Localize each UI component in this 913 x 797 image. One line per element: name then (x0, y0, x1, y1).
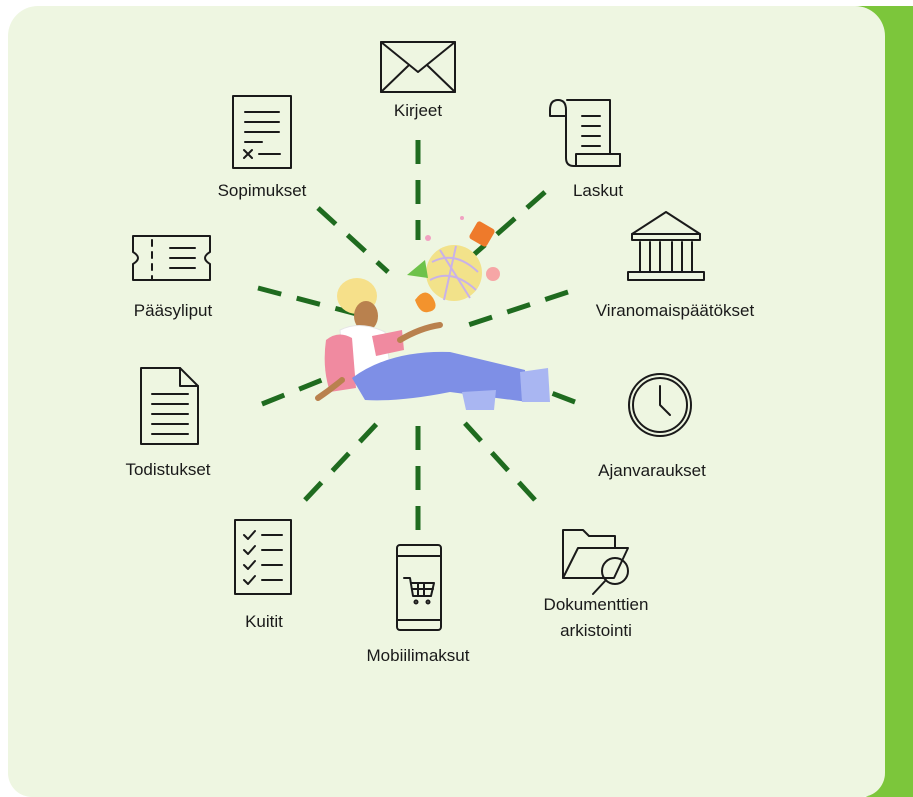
line-laskut (468, 190, 547, 260)
label-sopimukset: Sopimukset (218, 181, 307, 200)
contract-icon (232, 95, 292, 169)
checklist-icon (234, 519, 292, 595)
label-viranomaispaatokset: Viranomaispäätökset (596, 301, 755, 320)
line-dokumenttien (460, 418, 537, 502)
line-sopimukset (316, 206, 390, 274)
folder-search-icon (562, 529, 629, 595)
diagram-panel (8, 6, 885, 797)
label-dokumenttien-line2: arkistointi (560, 621, 632, 640)
ticket-icon (132, 235, 211, 281)
person-illustration (315, 216, 550, 410)
label-kuitit: Kuitit (245, 612, 283, 631)
label-laskut: Laskut (573, 181, 623, 200)
receipt-scroll-icon (549, 99, 621, 167)
clock-icon (628, 373, 692, 437)
label-mobiilimaksut: Mobiilimaksut (367, 646, 470, 665)
document-icon (140, 367, 199, 445)
line-kuitit (303, 413, 387, 502)
label-paasyliput: Pääsyliput (134, 301, 213, 320)
label-dokumenttien-line1: Dokumenttien (544, 595, 649, 614)
line-viranomaispaatokset (464, 289, 569, 329)
envelope-icon (380, 41, 456, 93)
label-kirjeet: Kirjeet (394, 101, 442, 120)
label-ajanvaraukset: Ajanvaraukset (598, 461, 706, 480)
mobile-cart-icon (396, 544, 442, 631)
government-building-icon (627, 211, 705, 281)
label-todistukset: Todistukset (125, 460, 210, 479)
